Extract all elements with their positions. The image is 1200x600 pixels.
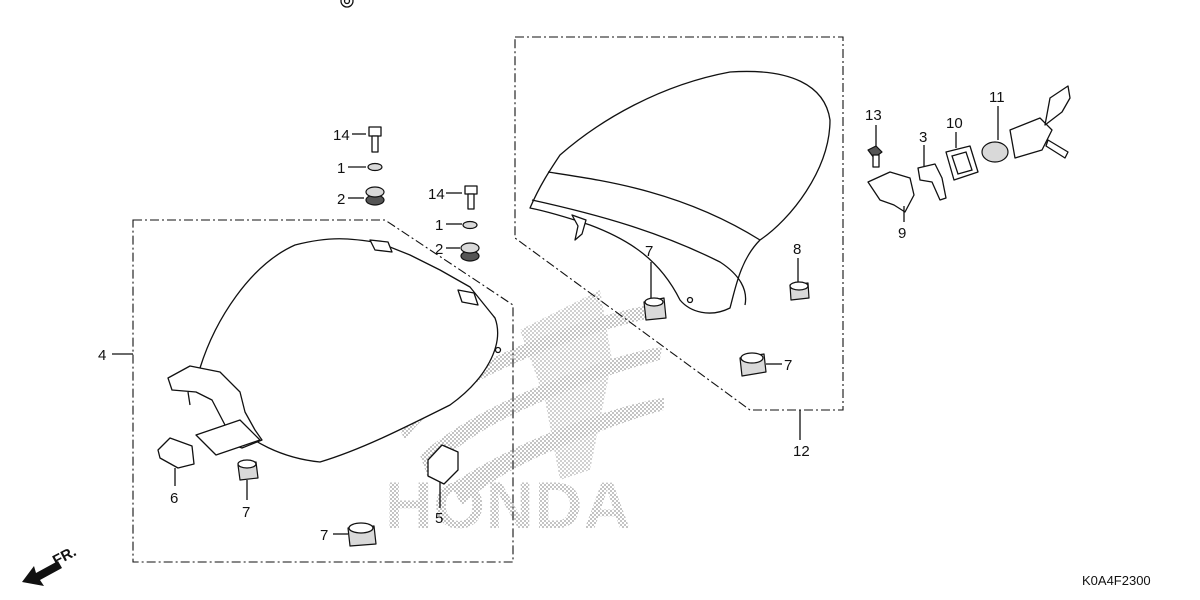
rider-seat	[167, 238, 502, 463]
pillion-seat	[529, 70, 831, 314]
diagram-code: K0A4F2300	[1082, 573, 1151, 588]
cushion-7-rider-rear	[347, 522, 377, 547]
spring-3	[917, 163, 947, 201]
screw-13	[867, 145, 883, 168]
washer-1-right	[462, 220, 478, 230]
key-cylinder-11	[981, 85, 1071, 163]
callout-9: 9	[898, 225, 906, 242]
callout-7-rider-rear: 7	[320, 527, 328, 544]
cushion-7-pillion-upper	[643, 297, 667, 321]
callout-7-pillion-lower: 7	[784, 357, 792, 374]
callout-4: 4	[98, 347, 106, 364]
honda-wing-logo: HONDA	[385, 290, 664, 542]
honda-watermark-text: HONDA	[385, 468, 632, 542]
grommet-2-right	[460, 242, 480, 262]
callout-1-right: 1	[435, 217, 443, 234]
callout-13: 13	[865, 107, 882, 124]
leader-lines	[112, 106, 999, 535]
callout-14-right: 14	[428, 186, 445, 203]
rider-seat-assembly-box	[132, 219, 514, 563]
front-direction-indicator: FR.	[22, 543, 79, 586]
cushion-7-pillion-lower	[739, 352, 767, 377]
callout-2-right: 2	[435, 241, 443, 258]
grommet-2-left	[365, 186, 385, 206]
pillion-seat-assembly-box	[514, 36, 844, 411]
callout-14-left: 14	[333, 127, 350, 144]
callout-3: 3	[919, 129, 927, 146]
callout-8: 8	[793, 241, 801, 258]
top-ring-mark	[340, 0, 354, 8]
callout-11: 11	[989, 89, 1005, 106]
bolt-14-left	[368, 126, 382, 153]
bolt-14-right	[464, 185, 478, 210]
cushion-7-rider-front	[237, 459, 259, 481]
front-arrow-icon	[22, 561, 62, 586]
callout-1-left: 1	[337, 160, 345, 177]
callout-10: 10	[946, 115, 963, 132]
callout-7-rider-front: 7	[242, 504, 250, 521]
grommet-8	[789, 281, 810, 301]
washer-1-left	[367, 162, 383, 172]
gasket-10	[945, 145, 979, 181]
seat-lock-9	[867, 171, 915, 213]
callout-2-left: 2	[337, 191, 345, 208]
callout-6: 6	[170, 490, 178, 507]
callout-5: 5	[435, 510, 443, 527]
callout-12: 12	[793, 443, 810, 460]
bracket-5	[427, 444, 459, 485]
callout-7-pillion-upper: 7	[645, 243, 653, 260]
clip-6	[157, 437, 195, 469]
